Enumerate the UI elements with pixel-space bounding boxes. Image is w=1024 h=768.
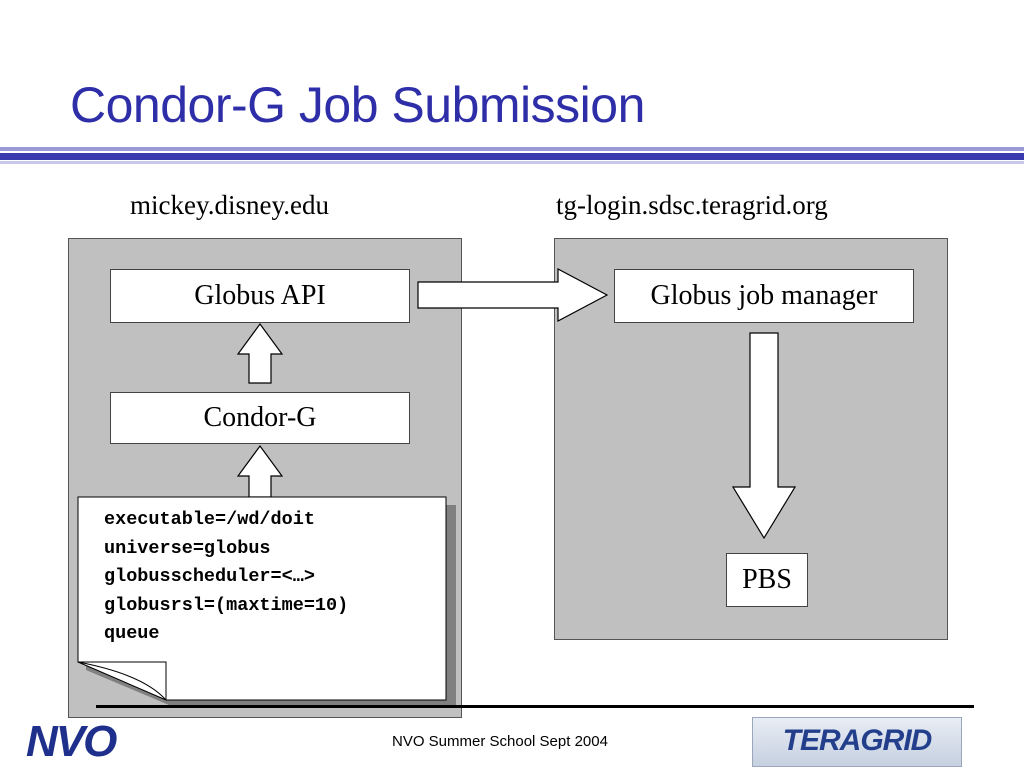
title-rule-top [0, 147, 1024, 151]
submit-line: globusscheduler=<…> [104, 566, 315, 587]
footer-text: NVO Summer School Sept 2004 [392, 733, 608, 750]
nvo-logo: NVO [26, 717, 117, 766]
submit-line: universe=globus [104, 537, 271, 559]
pbs-box: PBS [726, 553, 808, 607]
submit-line: queue [104, 623, 160, 644]
arrow-condor-to-api [236, 322, 284, 384]
title-rule-middle [0, 153, 1024, 160]
arrow-api-to-job-manager [417, 268, 609, 322]
globus-api-box: Globus API [110, 269, 410, 323]
page-title: Condor-G Job Submission [70, 77, 645, 133]
submit-file-text: executable=/wd/doit universe=globus glob… [104, 506, 348, 649]
arrow-job-manager-to-pbs [731, 332, 797, 540]
submit-line: executable=/wd/doit [104, 509, 315, 530]
footer-divider [96, 705, 974, 708]
title-rule-bottom [0, 161, 1024, 164]
submit-file-document [77, 496, 456, 708]
globus-job-manager-box: Globus job manager [614, 269, 914, 323]
condor-g-box: Condor-G [110, 392, 410, 444]
arrow-submit-to-condor [236, 444, 284, 498]
left-host-label: mickey.disney.edu [130, 190, 329, 220]
right-host-label: tg-login.sdsc.teragrid.org [556, 190, 828, 220]
teragrid-logo: TERAGRID [752, 717, 962, 767]
submit-line: globusrsl=(maxtime=10) [104, 594, 349, 616]
